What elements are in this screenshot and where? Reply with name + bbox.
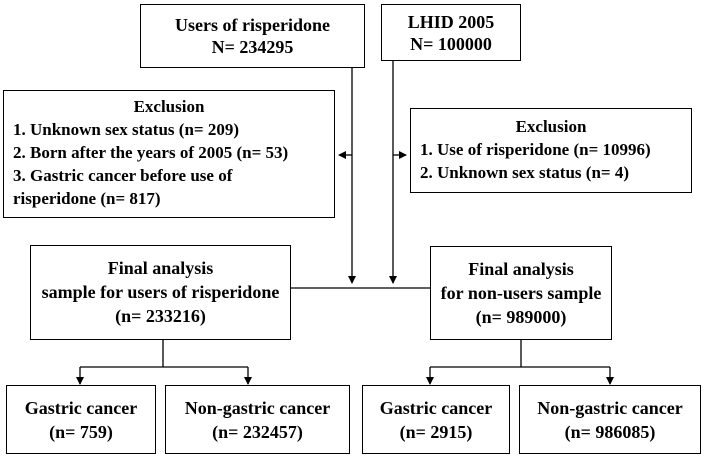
final-nonusers-line2: for non-users sample (440, 283, 602, 303)
final-users-line1: Final analysis (107, 258, 214, 278)
exclusion-right-item-1: 1. Use of risperidone (n= 10996) (420, 140, 651, 159)
nonusers-gastric-box: Gastric cancer (n= 2915) (362, 385, 510, 454)
final-users-box: Final analysis sample for users of rispe… (30, 245, 291, 340)
lhid-count: N= 100000 (410, 34, 492, 54)
exclusion-left-item-1: 1. Unknown sex status (n= 209) (13, 120, 240, 139)
exclusion-right-box: Exclusion 1. Use of risperidone (n= 1099… (410, 108, 692, 193)
exclusion-left-item-4: risperidone (n= 817) (13, 189, 161, 208)
exclusion-right-title: Exclusion (515, 117, 587, 136)
lhid-title: LHID 2005 (407, 12, 495, 32)
nonusers-nongastric-label: Non-gastric cancer (537, 398, 683, 418)
users-nongastric-label: Non-gastric cancer (184, 398, 331, 418)
final-nonusers-line1: Final analysis (468, 259, 574, 279)
final-users-count: (n= 233216) (115, 306, 206, 326)
exclusion-right-item-2: 2. Unknown sex status (n= 4) (420, 163, 630, 182)
exclusion-left-box: Exclusion 1. Unknown sex status (n= 209)… (3, 90, 335, 218)
exclusion-left-title: Exclusion (133, 97, 205, 116)
users-gastric-count: (n= 759) (49, 422, 113, 442)
lhid-box: LHID 2005 N= 100000 (381, 4, 521, 61)
users-gastric-box: Gastric cancer (n= 759) (6, 385, 156, 454)
exclusion-left-item-2: 2. Born after the years of 2005 (n= 53) (13, 143, 289, 162)
users-title: Users of risperidone (175, 15, 330, 35)
nonusers-gastric-label: Gastric cancer (379, 398, 493, 418)
nonusers-gastric-count: (n= 2915) (399, 422, 473, 442)
exclusion-left-item-3: 3. Gastric cancer before use of (13, 166, 233, 185)
users-nongastric-count: (n= 232457) (212, 422, 303, 442)
final-nonusers-box: Final analysis for non-users sample (n= … (430, 246, 612, 340)
users-box: Users of risperidone N= 234295 (140, 4, 365, 68)
nonusers-nongastric-count: (n= 986085) (564, 422, 656, 442)
users-gastric-label: Gastric cancer (24, 398, 138, 418)
nonusers-nongastric-box: Non-gastric cancer (n= 986085) (519, 385, 701, 454)
users-nongastric-box: Non-gastric cancer (n= 232457) (165, 385, 350, 454)
final-nonusers-count: (n= 989000) (475, 307, 567, 327)
users-count: N= 234295 (211, 37, 294, 57)
final-users-line2: sample for users of risperidone (41, 282, 280, 302)
